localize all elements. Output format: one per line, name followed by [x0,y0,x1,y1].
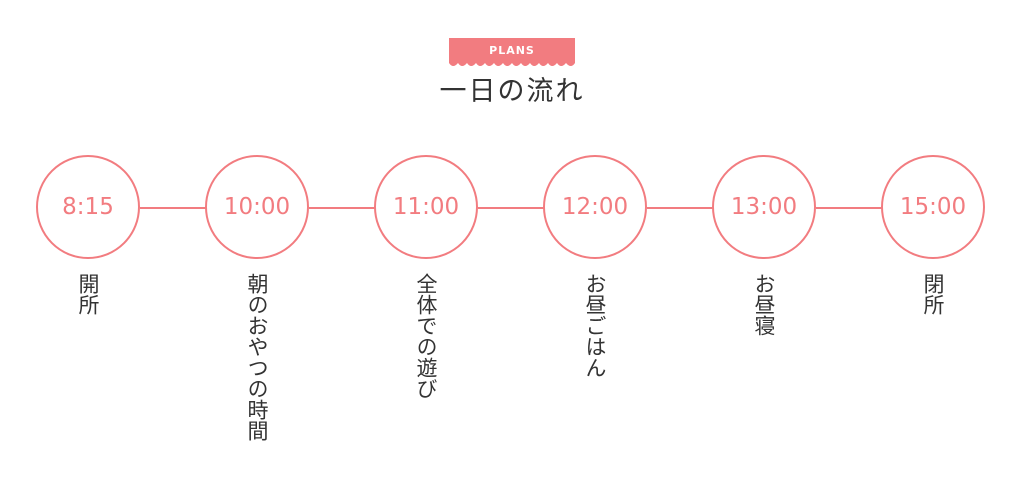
time-circle: 10:00 [205,155,309,259]
activity-label: 開所 [76,273,100,315]
plans-badge: PLANS [449,38,575,66]
badge-wave-decoration [449,61,575,66]
time-circle: 11:00 [374,155,478,259]
activity-label: お昼寝 [752,273,776,336]
timeline-connector [309,207,376,209]
timeline-connector [816,207,883,209]
timeline-connector [140,207,207,209]
timeline-connector [647,207,714,209]
schedule-step: 10:00 朝のおやつの時間 [205,155,309,475]
timeline-connector [478,207,545,209]
activity-label: 全体での遊び [414,273,438,399]
daily-schedule-timeline: 8:15 開所 10:00 朝のおやつの時間 11:00 全体での遊び 12:0… [0,155,1024,475]
schedule-step: 13:00 お昼寝 [712,155,816,475]
page-title: 一日の流れ [439,76,585,107]
activity-label: お昼ごはん [583,273,607,378]
schedule-step: 8:15 開所 [36,155,140,475]
time-circle: 12:00 [543,155,647,259]
plans-badge-label: PLANS [489,44,535,57]
activity-label: 朝のおやつの時間 [245,273,269,441]
schedule-step: 12:00 お昼ごはん [543,155,647,475]
activity-label: 閉所 [921,273,945,315]
schedule-step: 15:00 閉所 [881,155,985,475]
time-circle: 13:00 [712,155,816,259]
time-circle: 8:15 [36,155,140,259]
schedule-step: 11:00 全体での遊び [374,155,478,475]
section-header: PLANS 一日の流れ [0,38,1024,109]
time-circle: 15:00 [881,155,985,259]
